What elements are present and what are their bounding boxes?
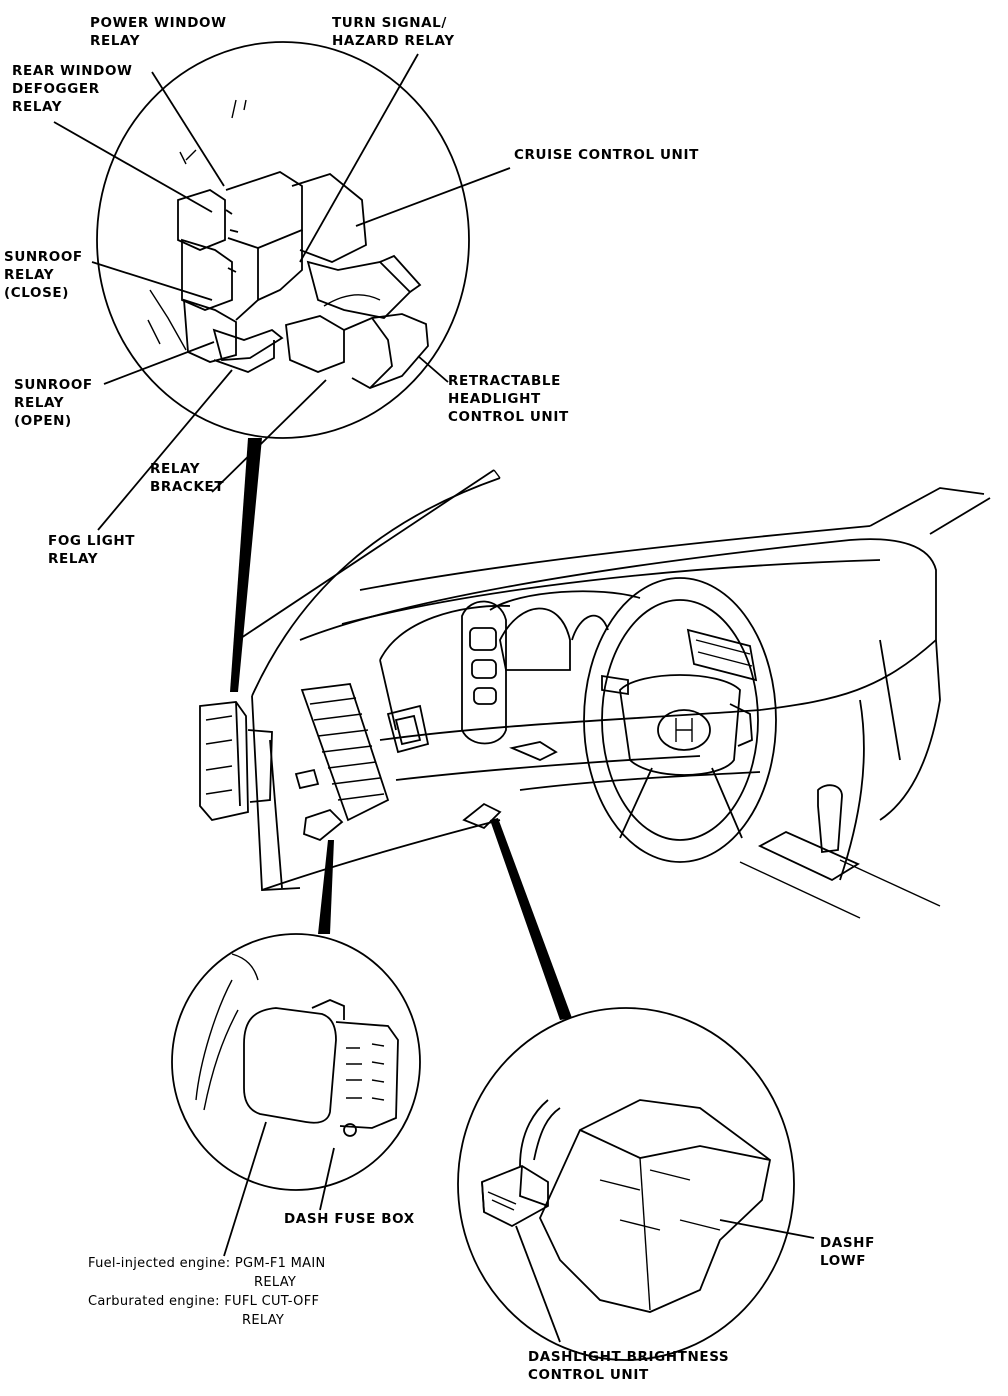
label-engine-relay: Fuel-injected engine: PGM-F1 MAIN RELAY …: [88, 1256, 326, 1328]
top-leader-lines: [53, 53, 511, 531]
label-cruise-control-unit: CRUISE CONTROL UNIT: [514, 147, 699, 163]
right-lower-connector: [490, 818, 572, 1020]
dashboard-interior: [199, 469, 991, 919]
top-connector-wedge: [230, 438, 262, 692]
left-lower-connector: [318, 840, 334, 934]
dash-lower-detail-circle: [457, 1007, 795, 1361]
fuse-box-detail-circle: [171, 933, 421, 1191]
label-turn-signal-hazard-relay: TURN SIGNAL/HAZARD RELAY: [332, 15, 455, 49]
label-dash-fuse-box: DASH FUSE BOX: [284, 1211, 415, 1227]
lower-leader-lines: [223, 1121, 815, 1343]
top-detail-circle: [96, 41, 470, 439]
